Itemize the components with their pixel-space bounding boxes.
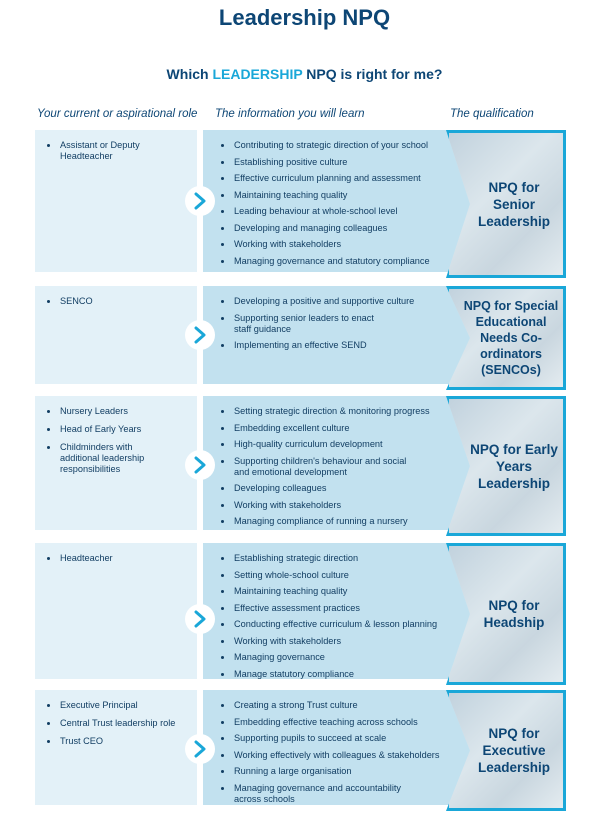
chevron-right-icon	[185, 186, 215, 216]
chevron-right-icon	[185, 604, 215, 634]
chevron-right-icon	[185, 734, 215, 764]
learn-item: Embedding effective teaching across scho…	[221, 717, 483, 728]
role-item: Childminders with additional leadership …	[47, 442, 160, 475]
qualification-name: NPQ for Headship	[483, 598, 545, 630]
learn-list: Establishing strategic direction Setting…	[221, 553, 483, 685]
learn-item: Effective curriculum planning and assess…	[221, 173, 483, 184]
role-list: Nursery Leaders Head of Early Years Chil…	[47, 406, 187, 482]
column-header-role: Your current or aspirational role	[37, 108, 198, 120]
learn-item: Working with stakeholders	[221, 500, 483, 511]
qualification-card: NPQ for Senior Leadership	[446, 130, 566, 278]
qualification-name: NPQ for Early Years Leadership	[470, 441, 558, 491]
learn-panel	[203, 543, 485, 679]
learn-item: Working effectively with colleagues & st…	[221, 750, 483, 761]
learn-item: Manage statutory compliance	[221, 669, 483, 680]
role-item: Executive Principal	[47, 700, 187, 711]
learn-item: Developing and managing colleagues	[221, 223, 483, 234]
npq-row-early-years: Nursery Leaders Head of Early Years Chil…	[35, 396, 566, 536]
learn-panel	[203, 690, 485, 805]
learn-panel	[203, 286, 485, 384]
role-item: Trust CEO	[47, 736, 187, 747]
learn-item: Establishing strategic direction	[221, 553, 483, 564]
role-panel: Assistant or Deputy Headteacher	[35, 130, 197, 272]
npq-row-executive-leadership: Executive Principal Central Trust leader…	[35, 690, 566, 811]
role-list: Assistant or Deputy Headteacher	[47, 140, 187, 169]
chevron-right-icon	[185, 320, 215, 350]
subtitle-pre: Which	[166, 66, 213, 82]
role-item: Central Trust leadership role	[47, 718, 187, 729]
learn-list: Contributing to strategic direction of y…	[221, 140, 483, 272]
learn-list: Developing a positive and supportive cul…	[221, 296, 483, 357]
learn-item: Working with stakeholders	[221, 239, 483, 250]
learn-item: Creating a strong Trust culture	[221, 700, 483, 711]
learn-list: Creating a strong Trust culture Embeddin…	[221, 700, 483, 810]
qualification-card: NPQ for Headship	[446, 543, 566, 685]
role-list: Headteacher	[47, 553, 187, 571]
learn-item: Maintaining teaching quality	[221, 586, 483, 597]
subtitle-post: NPQ is right for me?	[302, 66, 443, 82]
learn-item: Developing colleagues	[221, 483, 483, 494]
learn-item: Leading behaviour at whole-school level	[221, 206, 483, 217]
role-item: Assistant or Deputy Headteacher	[47, 140, 187, 162]
learn-item: Supporting senior leaders to enact staff…	[221, 313, 384, 335]
npq-row-senior-leadership: Assistant or Deputy Headteacher Contribu…	[35, 130, 566, 278]
qualification-name: NPQ for Special Educational Needs Co-ord…	[463, 299, 559, 377]
learn-item: Managing governance	[221, 652, 483, 663]
learn-item: Conducting effective curriculum & lesson…	[221, 619, 483, 630]
learn-list: Setting strategic direction & monitoring…	[221, 406, 483, 533]
role-list: Executive Principal Central Trust leader…	[47, 700, 187, 754]
learn-item: Managing governance and accountability a…	[221, 783, 414, 805]
learn-item: Effective assessment practices	[221, 603, 483, 614]
learn-item: Working with stakeholders	[221, 636, 483, 647]
role-item: Headteacher	[47, 553, 187, 564]
column-header-learn: The information you will learn	[215, 108, 365, 120]
column-header-qualification: The qualification	[450, 108, 534, 120]
learn-item: Running a large organisation	[221, 766, 483, 777]
npq-row-senco: SENCO Developing a positive and supporti…	[35, 286, 566, 390]
learn-item: Supporting children's behaviour and soci…	[221, 456, 414, 478]
qualification-name: NPQ for Executive Leadership	[477, 726, 551, 775]
page-subtitle: Which LEADERSHIP NPQ is right for me?	[0, 66, 609, 82]
learn-item: Managing compliance of running a nursery	[221, 516, 483, 527]
learn-panel	[203, 130, 485, 272]
learn-item: Developing a positive and supportive cul…	[221, 296, 483, 307]
page-title: Leadership NPQ	[218, 5, 391, 30]
learn-item: Establishing positive culture	[221, 157, 483, 168]
learn-item: Setting whole-school culture	[221, 570, 483, 581]
role-panel: Headteacher	[35, 543, 197, 679]
role-panel: Executive Principal Central Trust leader…	[35, 690, 197, 805]
learn-item: High-quality curriculum development	[221, 439, 483, 450]
learn-item: Implementing an effective SEND	[221, 340, 483, 351]
learn-item: Contributing to strategic direction of y…	[221, 140, 483, 151]
learn-item: Managing governance and statutory compli…	[221, 256, 483, 267]
role-panel: SENCO	[35, 286, 197, 384]
learn-item: Supporting pupils to succeed at scale	[221, 733, 483, 744]
learn-item: Setting strategic direction & monitoring…	[221, 406, 483, 417]
role-item: SENCO	[47, 296, 187, 307]
learn-item: Embedding excellent culture	[221, 423, 483, 434]
subtitle-accent: LEADERSHIP	[212, 66, 303, 82]
chevron-right-icon	[185, 450, 215, 480]
role-item: Head of Early Years	[47, 424, 187, 435]
qualification-name: NPQ for Senior Leadership	[477, 179, 551, 229]
learn-panel	[203, 396, 485, 530]
learn-item: Maintaining teaching quality	[221, 190, 483, 201]
role-item: Nursery Leaders	[47, 406, 187, 417]
role-panel: Nursery Leaders Head of Early Years Chil…	[35, 396, 197, 530]
role-list: SENCO	[47, 296, 187, 314]
npq-row-headship: Headteacher Establishing strategic direc…	[35, 543, 566, 685]
